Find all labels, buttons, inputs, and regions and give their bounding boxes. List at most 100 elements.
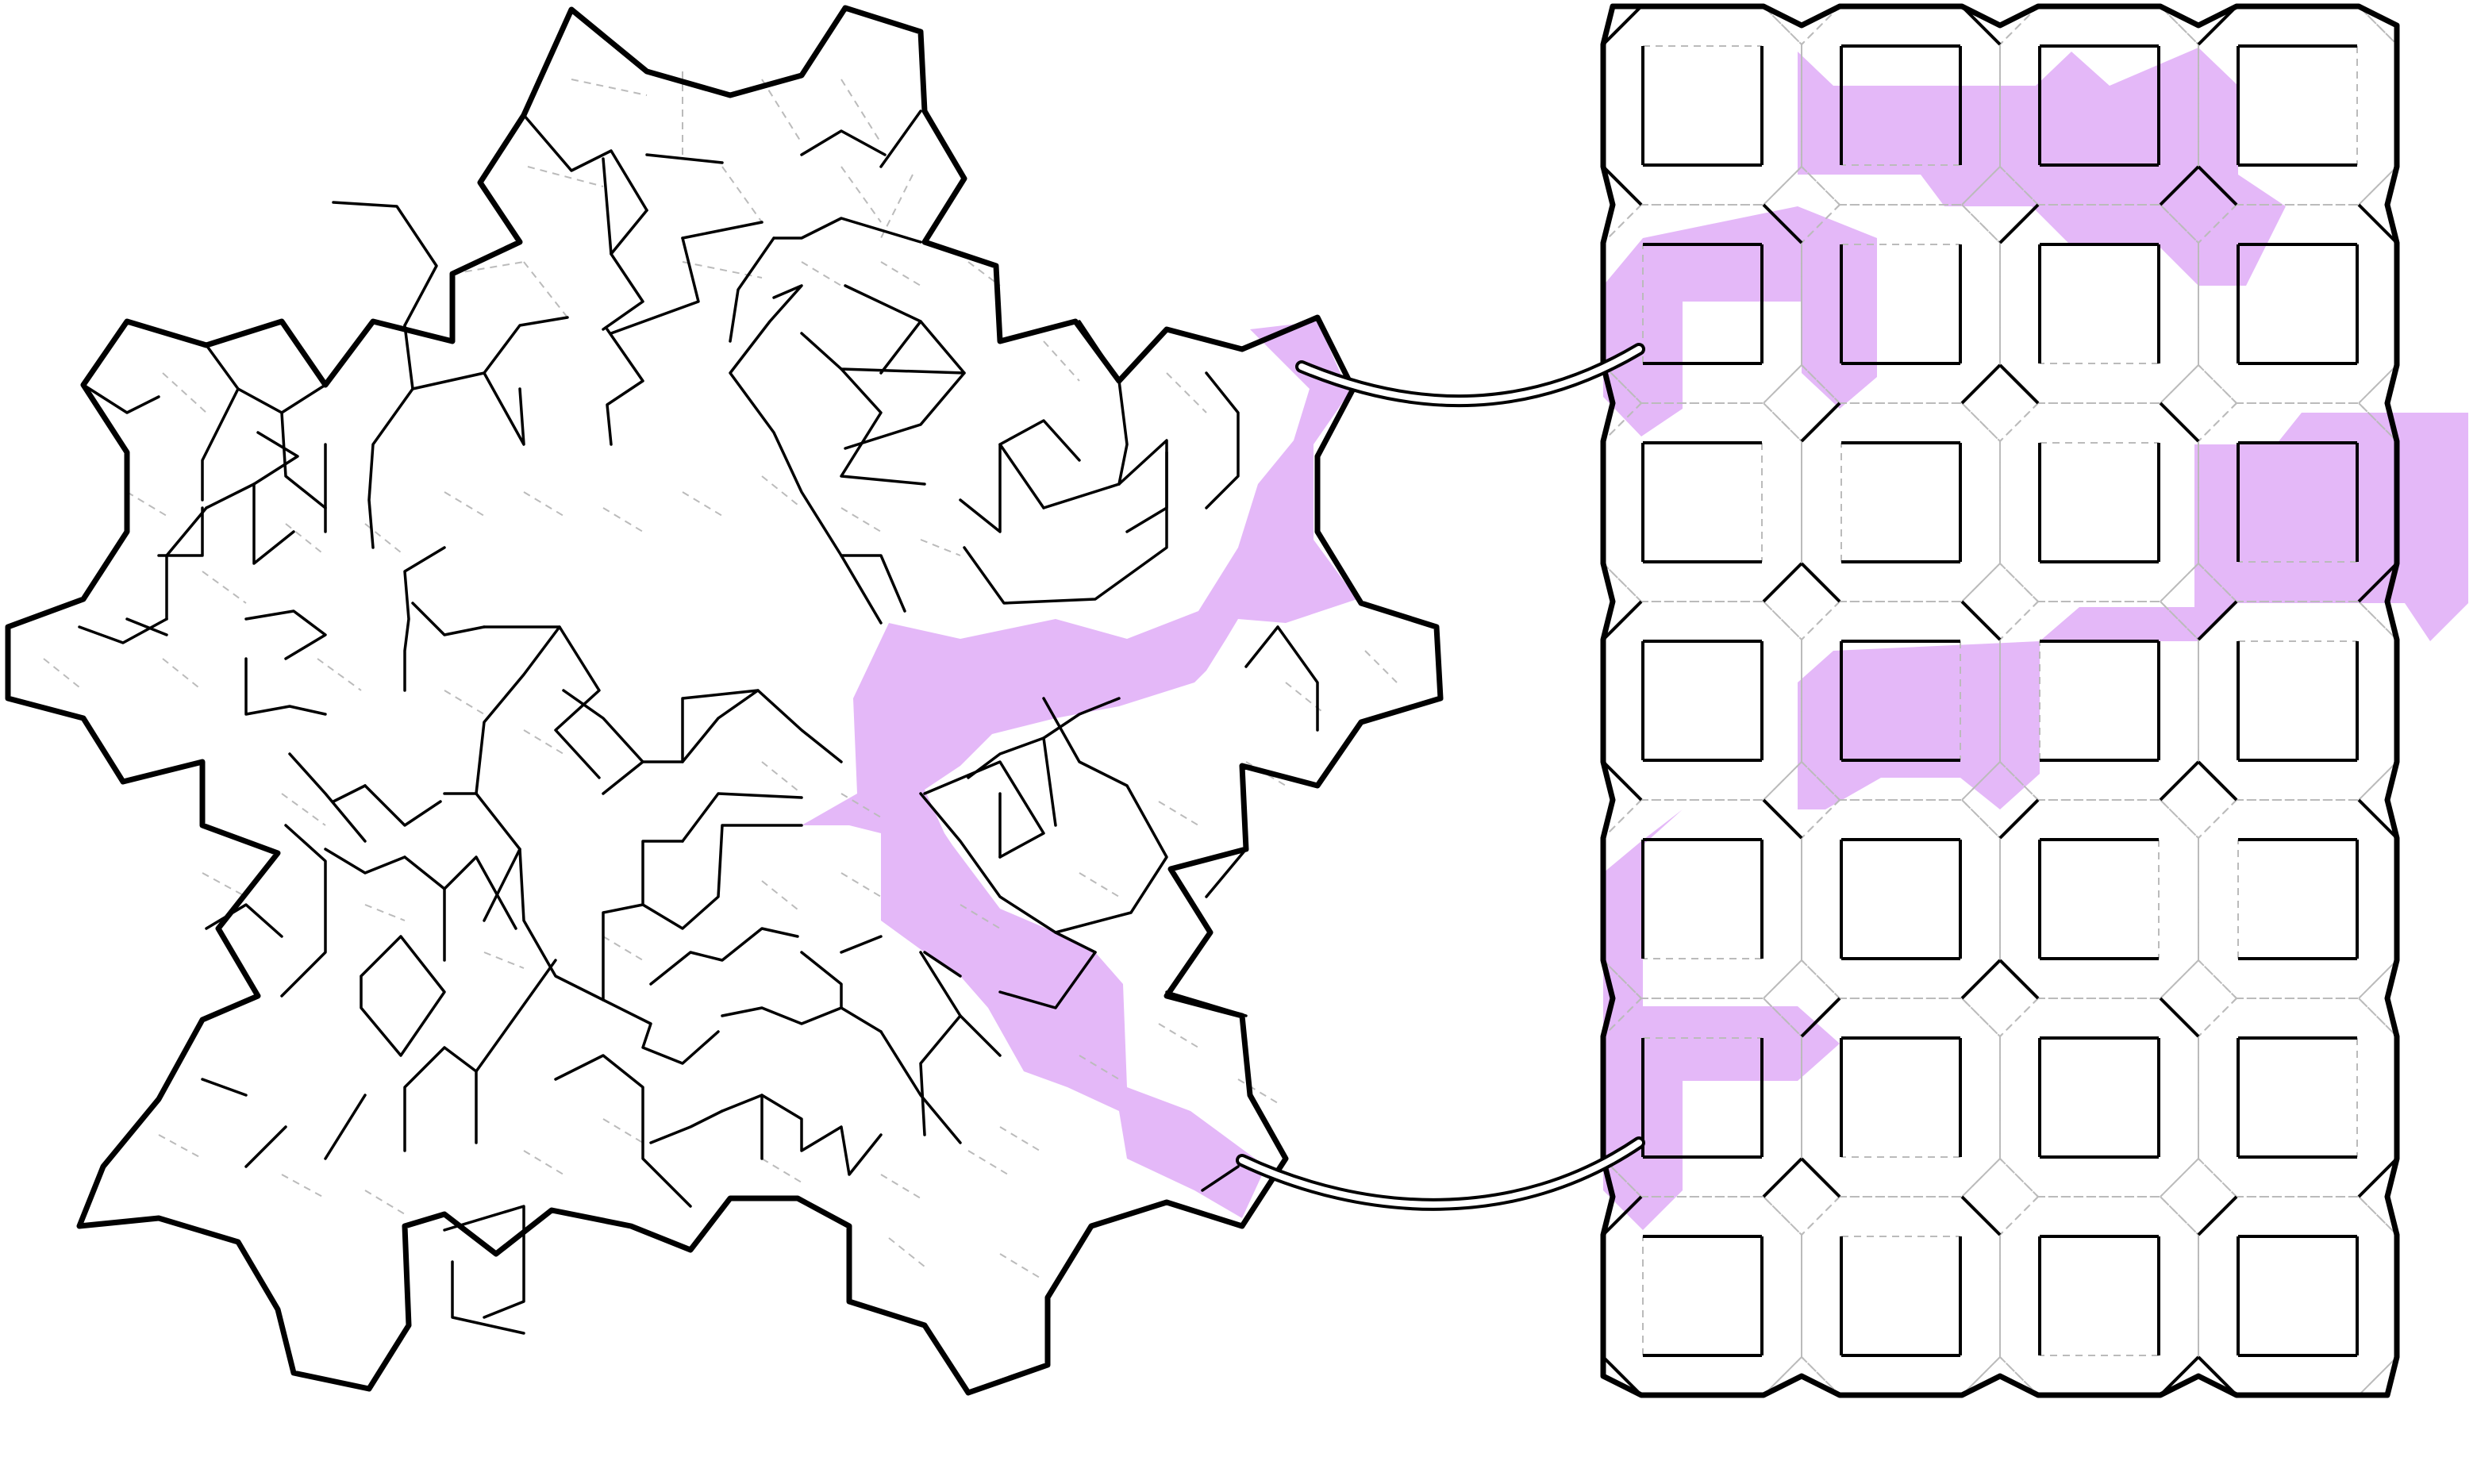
right-diagonal-wall: [2197, 760, 2238, 802]
left-wall-segment: [919, 697, 1168, 934]
left-wall-segment: [288, 752, 367, 843]
left-wall-segment: [681, 792, 803, 843]
right-diagonal-open: [1602, 402, 1642, 442]
right-diagonal-wall: [1762, 1157, 1803, 1198]
right-diagonal-open: [1763, 402, 1802, 442]
left-grid-line: [364, 904, 406, 921]
right-diagonal-open: [2358, 1356, 2398, 1396]
right-diagonal-open: [2160, 364, 2199, 404]
left-wall-segment: [1205, 371, 1240, 509]
left-grid-line: [999, 1253, 1040, 1278]
left-grid-line: [761, 880, 802, 913]
left-grid-line: [1158, 1023, 1199, 1048]
left-wall-segment: [483, 316, 569, 375]
left-wall-segment: [237, 387, 327, 509]
left-wall-segment: [475, 959, 557, 1073]
right-diagonal-open: [2198, 402, 2237, 442]
left-wall-segment: [78, 617, 168, 644]
right-diagonal-open: [1999, 998, 2039, 1037]
left-wall-segment: [840, 367, 926, 486]
right-diagonal-open: [1961, 799, 2001, 839]
left-grid-line: [602, 1118, 644, 1144]
right-diagonal-wall: [2357, 203, 2398, 244]
left-grid-line: [523, 491, 564, 517]
right-diagonal-open: [1801, 799, 1840, 839]
right-diagonal-open: [1763, 364, 1802, 404]
left-wall-segment: [324, 1094, 367, 1160]
right-diagonal-open: [2198, 959, 2237, 999]
right-diagonal-open: [2358, 166, 2398, 206]
right-diagonal-open: [2160, 6, 2199, 45]
right-diagonal-open: [1999, 601, 2039, 640]
left-wall-segment: [649, 927, 799, 986]
left-wall-segment: [403, 855, 517, 930]
left-grid-line: [761, 761, 802, 794]
right-diagonal-open: [2358, 601, 2398, 640]
left-grid-line: [285, 523, 326, 556]
left-wall-segment: [554, 1054, 692, 1208]
left-grid-line: [202, 571, 247, 604]
left-grid-line: [1237, 1078, 1279, 1104]
left-wall-segment: [157, 506, 204, 557]
right-diagonal-wall: [1602, 165, 1643, 206]
left-grid-line: [527, 166, 604, 187]
left-wall-segment: [606, 328, 644, 446]
left-wall-segment: [760, 1094, 883, 1176]
left-maze-boundary: [5, 5, 1444, 1396]
right-diagonal-open: [1961, 402, 2001, 442]
right-diagonal-open: [1801, 601, 1840, 640]
left-wall-segment: [729, 284, 883, 625]
left-grid-line: [202, 872, 247, 898]
right-diagonal-open: [2160, 1158, 2199, 1198]
right-diagonal-open: [1961, 1356, 2001, 1396]
right-diagonal-open: [1801, 1356, 1840, 1396]
left-wall-segment: [681, 689, 760, 763]
left-grid-line: [1043, 340, 1080, 382]
left-wall-segment: [721, 1006, 883, 1033]
right-diagonal-open: [2198, 799, 2237, 839]
right-diagonal-open: [1801, 6, 1840, 45]
left-wall-segment: [82, 383, 160, 414]
left-grid-line: [1079, 1055, 1120, 1080]
left-wall-segment: [998, 419, 1081, 462]
left-wall-segment: [602, 209, 648, 331]
left-grid-line: [999, 1126, 1040, 1151]
left-grid-line: [840, 793, 882, 818]
left-grid-line: [888, 1237, 929, 1271]
left-wall-segment: [244, 1125, 287, 1168]
right-diagonal-open: [1961, 204, 2001, 244]
left-grid-line: [1079, 872, 1120, 898]
right-diagonal-open: [1602, 799, 1642, 839]
right-diagonal-wall: [1602, 600, 1643, 641]
left-grid-line: [483, 952, 525, 969]
right-diagonal-open: [1763, 959, 1802, 999]
left-grid-line: [840, 507, 882, 532]
left-wall-segment: [729, 236, 775, 343]
left-wall-segment: [403, 546, 446, 692]
left-grid-line: [317, 658, 362, 691]
right-diagonal-wall: [2159, 760, 2200, 802]
left-grid-line: [920, 539, 961, 556]
right-diagonal-open: [1961, 761, 2001, 801]
left-wall-segment: [1244, 625, 1279, 668]
right-diagonal-open: [1801, 204, 1840, 244]
left-wall-segment: [201, 344, 240, 502]
right-diagonal-open: [2358, 6, 2398, 45]
left-grid-line: [967, 261, 1001, 286]
right-diagonal-open: [2358, 998, 2398, 1037]
right-diagonal-open: [2358, 959, 2398, 999]
left-grid-line: [761, 1158, 802, 1183]
left-wall-segment: [332, 201, 438, 327]
right-diagonal-open: [2198, 364, 2237, 404]
left-wall-segment: [1054, 931, 1097, 954]
left-grid-line: [1166, 372, 1207, 413]
left-grid-line: [1245, 761, 1287, 786]
right-diagonal-open: [1961, 166, 2001, 206]
right-diagonal-open: [1602, 563, 1642, 602]
right-path-region: [1603, 206, 1877, 436]
left-wall-segment: [923, 951, 962, 978]
right-diagonal-wall: [1602, 1195, 1643, 1236]
left-wall-segment: [332, 784, 367, 803]
right-diagonal-wall: [1960, 363, 2002, 405]
